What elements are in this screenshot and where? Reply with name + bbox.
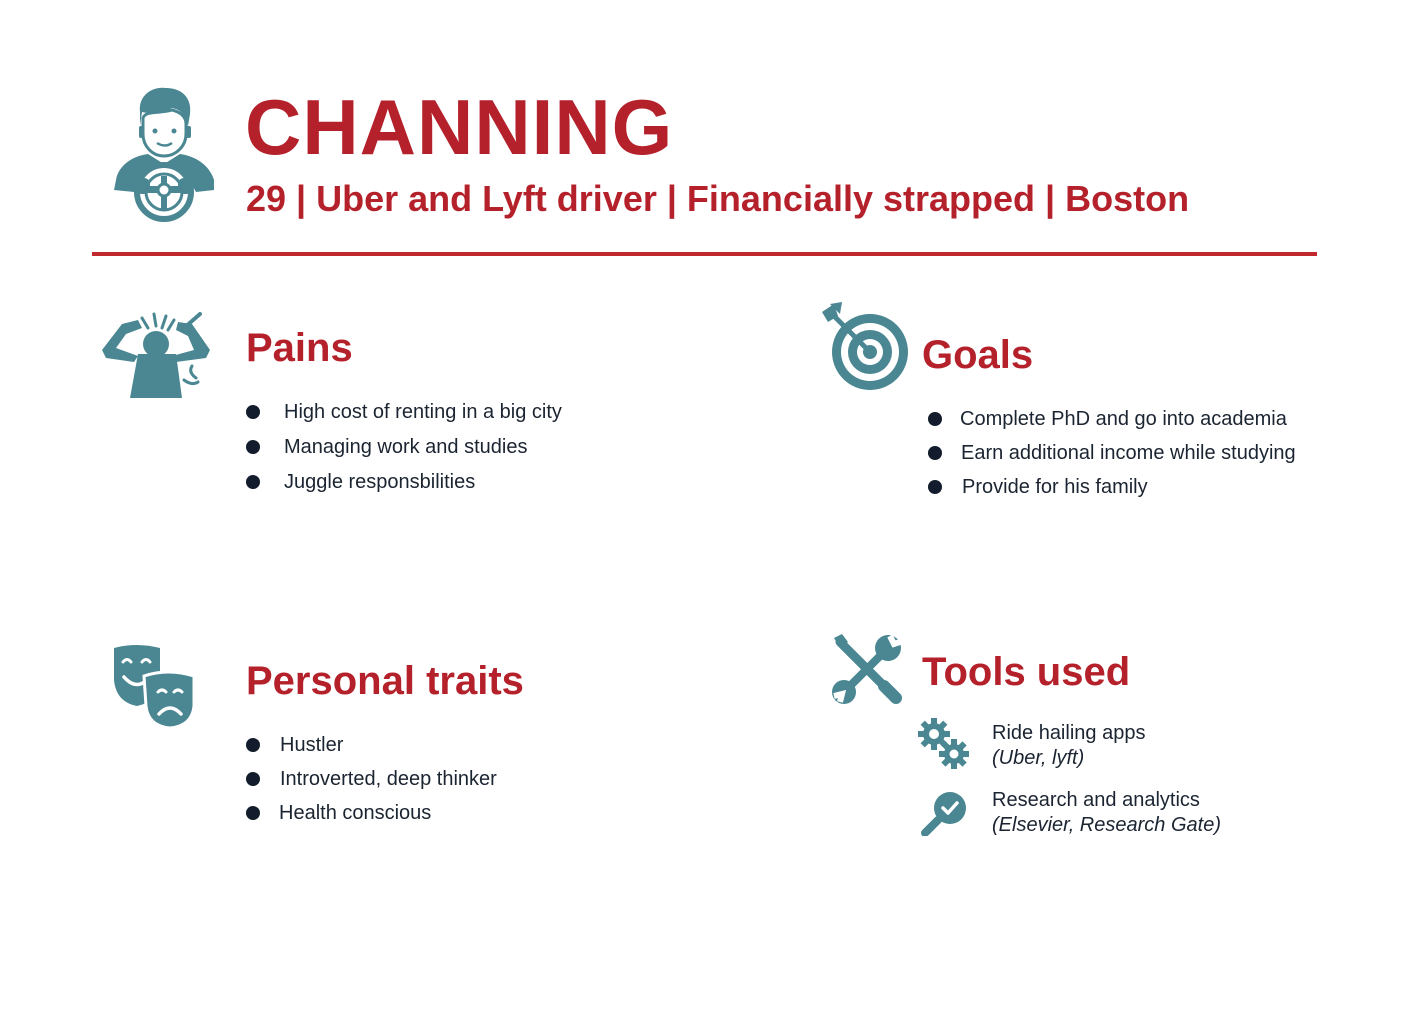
gears-icon xyxy=(918,718,969,769)
wrench-screwdriver-icon xyxy=(832,634,902,704)
list-item: Juggle responsbilities xyxy=(246,470,562,494)
list-item: High cost of renting in a big city xyxy=(246,400,562,424)
theater-masks-icon xyxy=(114,645,196,730)
list-item: Managing work and studies xyxy=(246,435,562,459)
header-divider xyxy=(92,252,1317,256)
goals-title: Goals xyxy=(922,333,1034,377)
tool-name: Ride hailing apps xyxy=(992,722,1146,744)
traits-list: Hustler Introverted, deep thinker Health… xyxy=(246,733,497,825)
tool-name: Research and analytics xyxy=(992,789,1200,811)
list-item: Earn additional income while studying xyxy=(928,441,1296,465)
list-item: Hustler xyxy=(246,733,497,757)
tool-detail: (Elsevier, Research Gate) xyxy=(992,814,1221,836)
target-arrow-icon xyxy=(822,302,908,390)
driver-avatar-icon xyxy=(114,87,214,222)
list-item: Provide for his family xyxy=(928,475,1296,499)
tool-item-ride-hailing: Ride hailing apps (Uber, lyft) xyxy=(992,721,1145,771)
frustrated-person-icon xyxy=(102,312,210,398)
list-item: Introverted, deep thinker xyxy=(246,767,497,791)
tool-detail: (Uber, lyft) xyxy=(992,747,1085,769)
magnifier-check-icon xyxy=(921,792,966,836)
persona-name: CHANNING xyxy=(245,83,674,171)
list-item: Health conscious xyxy=(246,801,497,825)
pains-list: High cost of renting in a big city Manag… xyxy=(246,400,562,494)
goals-list: Complete PhD and go into academia Earn a… xyxy=(928,407,1296,499)
tool-item-research: Research and analytics (Elsevier, Resear… xyxy=(992,788,1221,838)
tools-title: Tools used xyxy=(922,650,1131,694)
traits-title: Personal traits xyxy=(246,659,524,703)
pains-title: Pains xyxy=(246,326,353,370)
persona-subtitle: 29 | Uber and Lyft driver | Financially … xyxy=(246,178,1190,219)
list-item: Complete PhD and go into academia xyxy=(928,407,1296,431)
